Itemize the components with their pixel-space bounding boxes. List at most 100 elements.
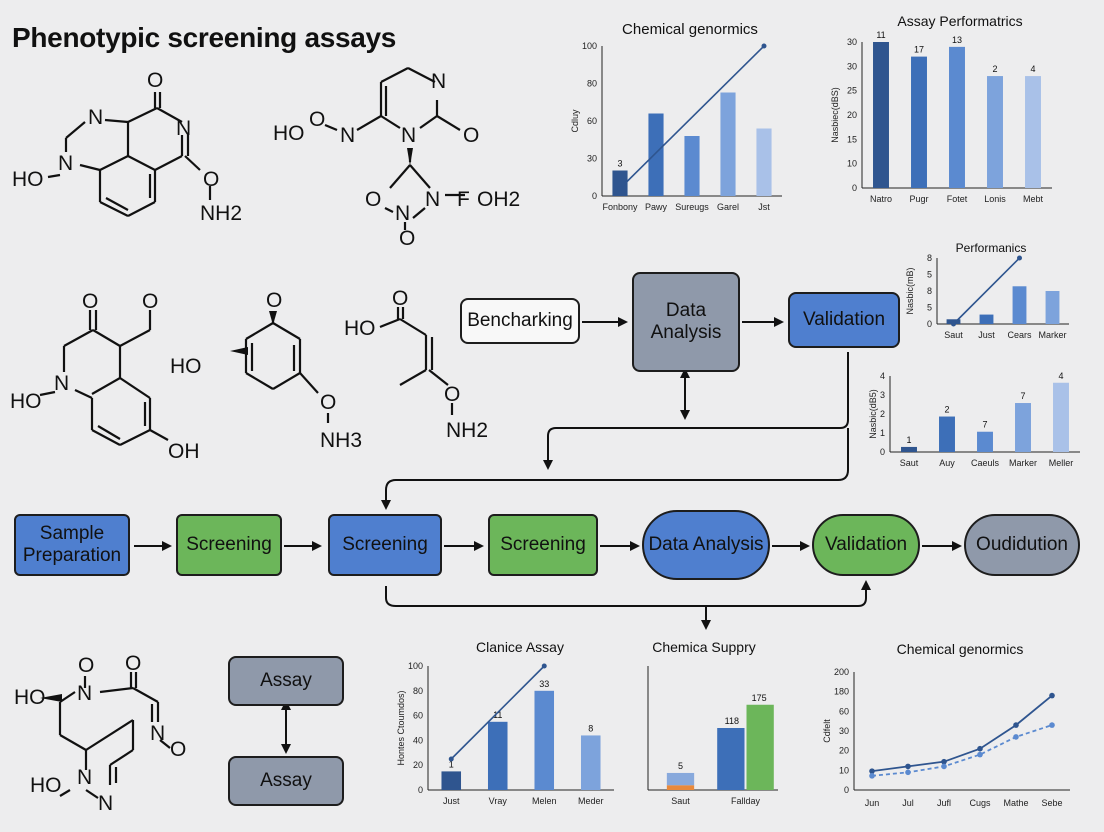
x-tick-label: Mebt [1023, 194, 1044, 204]
x-tick-label: Meder [578, 796, 604, 806]
series-line [871, 724, 1053, 777]
data-label: 11 [876, 30, 885, 40]
data-point [977, 745, 983, 752]
atom-label: N [98, 792, 113, 815]
validation-box-top[interactable]: Validation [788, 292, 900, 348]
trend-line [952, 257, 1021, 325]
screening-label: Screening [186, 534, 272, 555]
x-tick-label: Saut [671, 796, 690, 806]
bar [979, 314, 994, 324]
data-point [905, 769, 911, 776]
x-tick-label: Vray [489, 796, 508, 806]
y-axis-label: Nasbiec(dBS) [830, 87, 840, 143]
molecule-6: O O HO N N O HO N N [14, 652, 186, 815]
y-axis-label: Cdluy [570, 109, 580, 133]
sample-preparation-label: Sample Preparation [22, 523, 122, 566]
validation-box-main[interactable]: Validation [812, 514, 920, 576]
trend-point [617, 186, 623, 191]
y-tick-label: 80 [587, 79, 597, 89]
benchmarking-label: Bencharking [467, 310, 573, 331]
atom-label: N [340, 124, 355, 147]
atom-label: OH [168, 440, 200, 463]
final-box[interactable]: Oudidution [964, 514, 1080, 576]
x-tick-label: Pugr [909, 194, 928, 204]
atom-label: O [203, 168, 219, 191]
y-tick-label: 0 [844, 785, 849, 795]
screening-box-3[interactable]: Screening [488, 514, 598, 576]
screening-box-1[interactable]: Screening [176, 514, 282, 576]
y-tick-label: 0 [880, 447, 885, 457]
data-label: 2 [944, 405, 949, 415]
data-analysis-box-main[interactable]: Data Analysis [642, 510, 770, 580]
atom-label: O [170, 738, 186, 761]
y-tick-label: 3 [880, 390, 885, 400]
assay-performatics-chart: Assay PerformatricsNasbiec(dBS)010152025… [830, 13, 1052, 204]
chart-title: Chemica Suppry [652, 639, 756, 655]
x-tick-label: Jun [865, 798, 880, 808]
chart-title: Chemical genormics [622, 21, 758, 38]
y-tick-label: 60 [587, 116, 597, 126]
y-tick-label: 4 [880, 371, 885, 381]
y-axis-label: Cdfelt [822, 719, 832, 743]
bar [1025, 76, 1041, 188]
data-point [977, 751, 983, 758]
y-axis-label: Hontes Ctoumdos) [396, 690, 406, 765]
y-tick-label: 20 [847, 110, 857, 120]
atom-label: N [77, 682, 92, 705]
x-tick-label: Cears [1007, 330, 1032, 340]
molecule-5: O HO O NH2 [344, 287, 488, 442]
bar [977, 431, 993, 452]
sample-preparation-box[interactable]: Sample Preparation [14, 514, 130, 576]
atom-label: HO [344, 317, 376, 340]
chemical-genormics-line-chart: Chemical genormicsCdfelt010203060180200J… [822, 641, 1070, 808]
data-label: 8 [588, 723, 593, 733]
chemical-genomics-chart: Chemical genormicsCdluy03060801003Fonbon… [570, 21, 782, 212]
y-tick-label: 5 [927, 303, 932, 313]
y-tick-label: 0 [592, 191, 597, 201]
atom-label: NH2 [446, 419, 488, 442]
data-analysis-box-top[interactable]: Data Analysis [632, 272, 740, 372]
x-tick-label: Garel [717, 202, 739, 212]
x-tick-label: Natro [870, 194, 892, 204]
chart-title: Performanics [956, 241, 1027, 255]
x-tick-label: Caeuls [971, 458, 1000, 468]
bar [1015, 403, 1031, 452]
y-tick-label: 100 [582, 41, 597, 51]
y-tick-label: 0 [852, 183, 857, 193]
page-title: Phenotypic screening assays [12, 22, 397, 53]
bar [666, 772, 695, 786]
screening-box-2[interactable]: Screening [328, 514, 442, 576]
x-tick-label: Jufl [937, 798, 951, 808]
x-tick-label: Just [443, 796, 460, 806]
bar [534, 690, 555, 790]
bar [612, 170, 628, 196]
bar [1053, 382, 1069, 452]
bar [949, 46, 965, 188]
atom-label: O [463, 124, 479, 147]
y-tick-label: 20 [413, 760, 423, 770]
atom-label: HO [10, 390, 42, 413]
data-label: 13 [952, 35, 962, 45]
bar [987, 76, 1003, 188]
y-tick-label: 30 [847, 37, 857, 47]
data-point [1013, 722, 1019, 728]
data-point [941, 758, 947, 765]
benchmarking-box[interactable]: Bencharking [460, 298, 580, 344]
data-label: 17 [914, 45, 924, 55]
atom-label: NH3 [320, 429, 362, 452]
x-tick-label: Just [978, 330, 995, 340]
assay-box-top[interactable]: Assay [228, 656, 344, 706]
bar [648, 113, 664, 196]
atom-label: HO [14, 686, 46, 709]
assay-box-bottom[interactable]: Assay [228, 756, 344, 806]
molecule-2: N O HO O N N O N F OH2 N O [273, 67, 520, 250]
atom-label: HO [12, 168, 44, 191]
y-axis-label: Nasbic(mB) [905, 267, 915, 314]
y-tick-label: 10 [839, 765, 849, 775]
atom-label: N [88, 106, 103, 129]
atom-label: O [365, 188, 381, 211]
data-label: 4 [1030, 64, 1035, 74]
atom-label: HO [30, 774, 62, 797]
atom-label: O [125, 652, 141, 675]
